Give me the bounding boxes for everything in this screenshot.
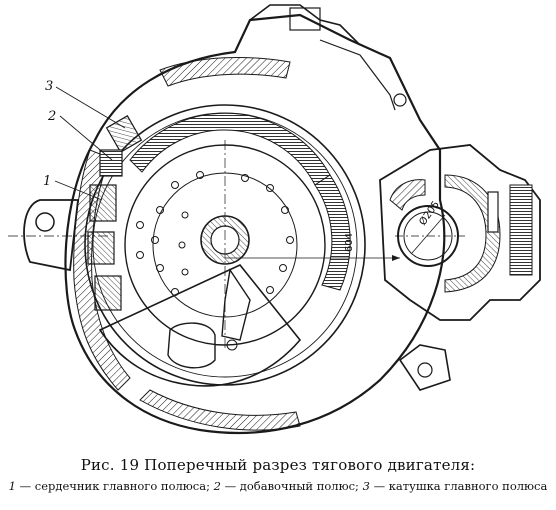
stator-frame	[64, 13, 446, 435]
callout-3: 3	[45, 79, 53, 94]
legend-text-1: — сердечник главного полюса;	[19, 479, 210, 493]
motor-cross-section-drawing: 604 Ø205 3 2 1	[8, 4, 541, 435]
bottom-lug	[398, 344, 451, 391]
figure-caption: Рис. 19 Поперечный разрез тягового двига…	[0, 455, 556, 495]
dimension-604: 604	[344, 233, 355, 252]
callout-2: 2	[47, 109, 56, 124]
legend-text-3: — катушка главного полюса	[373, 479, 548, 493]
caption-legend: 1 — сердечник главного полюса; 2 — добав…	[0, 477, 556, 495]
main-pole-cores	[87, 115, 143, 311]
callout-leaders	[54, 86, 126, 201]
legend-text-2: — добавочный полюс;	[224, 479, 359, 493]
lower-sector-plate	[98, 264, 302, 387]
top-bracket	[249, 4, 407, 111]
legend-num-3: 3	[362, 479, 370, 493]
caption-title: Рис. 19 Поперечный разрез тягового двига…	[80, 456, 476, 474]
legend-num-1: 1	[8, 479, 16, 493]
legend-num-2: 2	[213, 479, 221, 493]
callout-1: 1	[43, 174, 51, 189]
axle-bearing-housing	[379, 144, 541, 321]
armature-winding	[129, 112, 351, 291]
ventilation-holes	[136, 171, 294, 296]
